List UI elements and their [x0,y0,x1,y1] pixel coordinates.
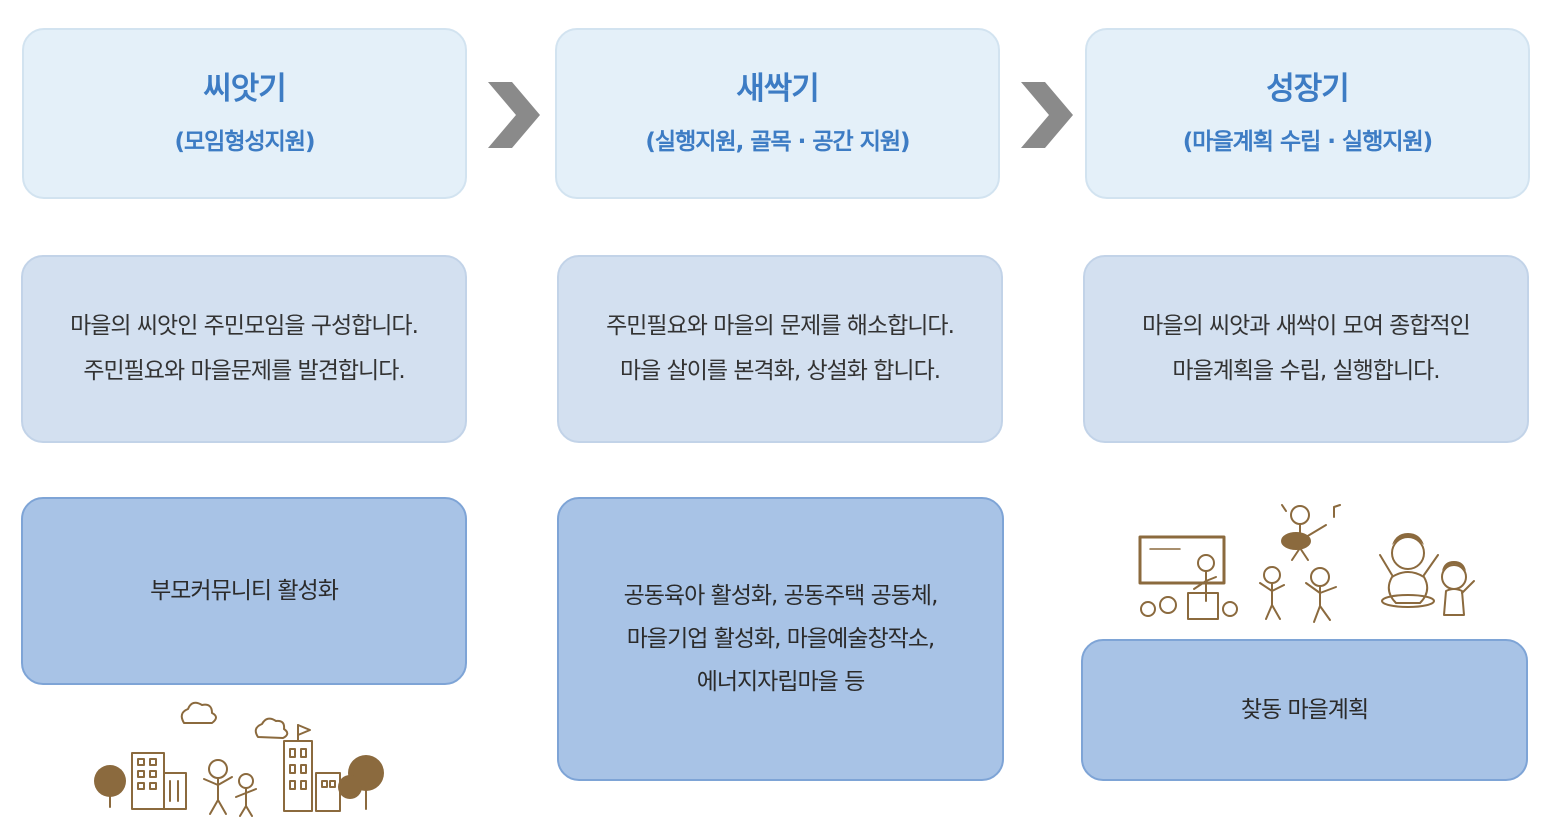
activity-box-growth: 찾동 마을계획 [1081,639,1528,781]
activity-line: 공동육아 활성화, 공동주택 공동체, [623,582,939,609]
stage-box-growth: 성장기 (마을계획 수립 · 실행지원) [1085,28,1530,199]
stage-subtitle: (모임형성지원) [174,129,316,156]
activity-box-sprout: 공동육아 활성화, 공동주택 공동체, 마을기업 활성화, 마을예술창작소, 에… [557,497,1004,781]
description-line: 마을 살이를 본격화, 상설화 합니다. [619,358,941,384]
activity-line: 찾동 마을계획 [1240,696,1369,723]
description-box-seed: 마을의 씨앗인 주민모임을 구성합니다. 주민필요와 마을문제를 발견합니다. [21,255,467,443]
activity-box-seed: 부모커뮤니티 활성화 [21,497,467,685]
village-illustration [94,701,384,817]
stage-box-seed: 씨앗기 (모임형성지원) [22,28,467,199]
activity-line: 에너지자립마을 등 [696,668,866,695]
description-line: 마을의 씨앗과 새싹이 모여 종합적인 [1142,313,1471,339]
chevron-right-icon [488,82,540,148]
description-line: 주민필요와 마을문제를 발견합니다. [83,358,405,384]
stage-subtitle: (마을계획 수립 · 실행지원) [1182,129,1433,156]
description-box-sprout: 주민필요와 마을의 문제를 해소합니다. 마을 살이를 본격화, 상설화 합니다… [557,255,1003,443]
stage-title: 성장기 [1266,70,1350,107]
stage-title: 새싹기 [736,70,820,107]
community-people-illustration [1138,504,1475,623]
description-line: 마을계획을 수립, 실행합니다. [1172,358,1440,384]
stage-box-sprout: 새싹기 (실행지원, 골목 · 공간 지원) [555,28,1000,199]
activity-line: 부모커뮤니티 활성화 [150,577,339,604]
activity-line: 마을기업 활성화, 마을예술창작소, [626,625,935,652]
description-line: 주민필요와 마을의 문제를 해소합니다. [606,313,955,339]
description-line: 마을의 씨앗인 주민모임을 구성합니다. [70,313,419,339]
description-box-growth: 마을의 씨앗과 새싹이 모여 종합적인 마을계획을 수립, 실행합니다. [1083,255,1529,443]
chevron-right-icon [1021,82,1073,148]
stage-title: 씨앗기 [203,70,287,107]
stage-subtitle: (실행지원, 골목 · 공간 지원) [645,129,910,156]
